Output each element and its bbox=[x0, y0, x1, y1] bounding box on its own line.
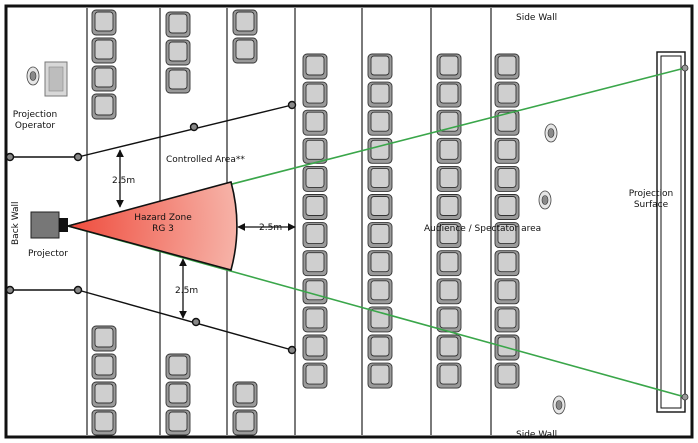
controlled-area-label: Controlled Area** bbox=[166, 155, 245, 165]
seat-icon bbox=[367, 109, 393, 136]
seat-icon bbox=[165, 67, 191, 94]
seat-icon bbox=[91, 37, 117, 64]
seat-icon bbox=[436, 278, 462, 305]
beam-endpoint bbox=[681, 393, 689, 401]
seat-icon bbox=[494, 81, 520, 108]
seat-icon bbox=[436, 53, 462, 80]
person-icon bbox=[544, 123, 558, 143]
seat-icon bbox=[436, 362, 462, 389]
controlled-area-boundary bbox=[5, 100, 297, 355]
projection-surface-inner bbox=[660, 55, 682, 409]
hazard-zone bbox=[64, 181, 238, 271]
seat-icon bbox=[367, 250, 393, 277]
person-icon bbox=[538, 190, 552, 210]
boundary-post bbox=[5, 152, 15, 162]
seat-icon bbox=[367, 362, 393, 389]
seat-icon bbox=[494, 362, 520, 389]
operator-console bbox=[48, 66, 64, 92]
boundary-post bbox=[191, 317, 201, 327]
seat-icon bbox=[367, 306, 393, 333]
seat-icon bbox=[91, 9, 117, 36]
seat-icon bbox=[91, 409, 117, 436]
seat-icon bbox=[436, 250, 462, 277]
seat-icon bbox=[494, 194, 520, 220]
seat-icon bbox=[302, 53, 328, 80]
distance-label-top: 2.5m bbox=[112, 176, 135, 186]
seat-icon bbox=[367, 194, 393, 220]
seat-icon bbox=[165, 11, 191, 38]
seat-icon bbox=[302, 109, 328, 136]
boundary-post bbox=[287, 100, 297, 110]
seat-icon bbox=[436, 194, 462, 220]
aisle-lines bbox=[86, 8, 492, 435]
boundary-post bbox=[73, 152, 83, 162]
seat-icon bbox=[436, 81, 462, 108]
seat-icon bbox=[367, 278, 393, 305]
seat-icon bbox=[232, 9, 258, 36]
seat-icon bbox=[494, 222, 520, 249]
seat-icon bbox=[165, 39, 191, 66]
seat-icon bbox=[302, 165, 328, 192]
distance-label-bottom: 2.5m bbox=[175, 286, 198, 296]
seat-icon bbox=[436, 109, 462, 136]
seat-icon bbox=[302, 137, 328, 164]
seat-icon bbox=[494, 250, 520, 277]
seat-icon bbox=[165, 353, 191, 380]
seat-icon bbox=[494, 278, 520, 305]
seat-icon bbox=[302, 334, 328, 361]
seat-icon bbox=[91, 325, 117, 352]
seat-icon bbox=[367, 165, 393, 192]
seat-icon bbox=[91, 65, 117, 92]
boundary-post bbox=[73, 285, 83, 295]
seat-icon bbox=[367, 222, 393, 249]
seat-icon bbox=[367, 81, 393, 108]
person-icon bbox=[26, 66, 40, 86]
seat-icon bbox=[436, 306, 462, 333]
seat-icon bbox=[436, 165, 462, 192]
seat-icon bbox=[494, 137, 520, 164]
seating-area bbox=[91, 9, 520, 436]
boundary-post bbox=[189, 122, 199, 132]
back-wall-label: Back Wall bbox=[11, 201, 21, 245]
seat-icon bbox=[494, 165, 520, 192]
seat-icon bbox=[302, 250, 328, 277]
beam-endpoint bbox=[681, 64, 689, 72]
seat-icon bbox=[494, 109, 520, 136]
seat-icon bbox=[302, 306, 328, 333]
seat-icon bbox=[436, 222, 462, 249]
seat-icon bbox=[232, 409, 258, 436]
seat-icon bbox=[367, 137, 393, 164]
seat-icon bbox=[232, 381, 258, 408]
seat-icon bbox=[436, 334, 462, 361]
seat-icon bbox=[436, 137, 462, 164]
boundary-post bbox=[5, 285, 15, 295]
seat-icon bbox=[91, 353, 117, 380]
seat-icon bbox=[494, 53, 520, 80]
seat-icon bbox=[302, 362, 328, 389]
distance-label-horizontal: 2.5m bbox=[259, 223, 282, 233]
seat-icon bbox=[367, 334, 393, 361]
seat-icon bbox=[302, 194, 328, 220]
person-icon bbox=[552, 395, 566, 415]
audience-area-label: Audience / Spectator area bbox=[424, 224, 541, 234]
seat-icon bbox=[165, 381, 191, 408]
projector-icon bbox=[30, 211, 68, 239]
projector-label: Projector bbox=[28, 249, 68, 259]
seat-icon bbox=[91, 381, 117, 408]
seat-icon bbox=[232, 37, 258, 64]
seat-icon bbox=[367, 53, 393, 80]
boundary-post bbox=[287, 345, 297, 355]
seat-icon bbox=[165, 409, 191, 436]
seat-icon bbox=[91, 93, 117, 120]
seat-icon bbox=[494, 306, 520, 333]
seat-icon bbox=[302, 81, 328, 108]
side-wall-top-label: Side Wall bbox=[516, 13, 557, 23]
seat-icon bbox=[302, 222, 328, 249]
side-wall-bottom-label: Side Wall bbox=[516, 430, 557, 440]
